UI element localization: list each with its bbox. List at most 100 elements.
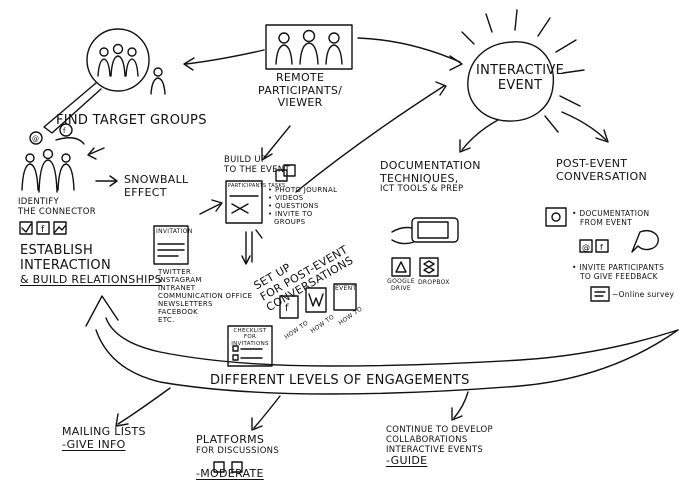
- platforms-line-2: for discussions: [196, 445, 280, 456]
- mailing-line-2: -Give info: [62, 437, 126, 451]
- remote-line-3: viewer: [277, 96, 323, 110]
- image-icon: [53, 221, 67, 235]
- task-photo-journal: • Photo journal: [268, 186, 338, 194]
- svg-text:@: @: [582, 243, 590, 252]
- howto-cards-icon: f: [279, 283, 357, 319]
- snowball-effect-label: Snowball effect: [124, 173, 189, 199]
- establish-line-2: interaction: [20, 257, 111, 273]
- dropbox-icon: [419, 257, 439, 277]
- buildup-line-2: to the event: [224, 164, 290, 175]
- task-videos: • Videos: [268, 194, 304, 203]
- online-survey-label: ~Online survey: [612, 290, 675, 299]
- post-event-conversation-label: Post-event conversation: [556, 157, 647, 183]
- post-line-1: Post-event: [556, 157, 628, 170]
- post-invite-label: • Invite participants to give feedback: [572, 263, 665, 281]
- remote-participants-screen-icon: [265, 24, 353, 70]
- channel-intranet: Intranet: [158, 284, 196, 293]
- google-line-1: Google: [387, 278, 415, 285]
- invitation-card-label: Invitation: [156, 228, 193, 235]
- magnifier-icon: [43, 28, 166, 134]
- platform-facebook-icon: [213, 461, 225, 473]
- identify-line-1: Identify: [18, 197, 59, 207]
- svg-text:f: f: [285, 303, 289, 314]
- establish-line-3: & build relationships: [20, 272, 162, 286]
- buildup-line-1: Build up: [224, 155, 267, 165]
- channel-instagram: Instagram: [158, 276, 202, 285]
- tasks-list: • Photo journal • Videos • Questions • I…: [268, 186, 337, 226]
- channel-communication-office: Communication office: [158, 292, 253, 301]
- continue-line-4: -Guide: [386, 454, 428, 468]
- establish-interaction-label: Establish interaction & build relationsh…: [20, 243, 162, 287]
- checkbox-icon: [19, 221, 33, 235]
- different-levels-title: Different levels of engagements: [210, 373, 470, 388]
- event-line-2: event: [497, 77, 543, 93]
- snowball-line-1: Snowball: [124, 173, 189, 186]
- engagement-sweep-arrow: [85, 295, 679, 431]
- platforms-line-1: Platforms: [196, 433, 265, 446]
- task-groups: groups: [274, 218, 306, 227]
- channel-etc: Etc.: [158, 316, 175, 325]
- task-questions: • Questions: [268, 202, 319, 211]
- remote-line-2: participants/: [258, 83, 343, 97]
- post-invite-line-2: to give feedback: [580, 271, 658, 281]
- svg-text:f: f: [600, 243, 603, 252]
- channel-twitter: Twitter: [158, 268, 192, 276]
- remote-participants-label: Remote participants/ viewer: [258, 71, 343, 110]
- svg-text:f: f: [41, 225, 45, 235]
- facebook-icon: [36, 221, 50, 235]
- google-drive-label: Google Drive: [386, 278, 416, 293]
- identify-connector-label: Identify the connector: [18, 197, 96, 218]
- continue-line-3: interactive events: [386, 444, 484, 455]
- svg-text:@: @: [32, 135, 39, 143]
- interactive-event-label: Interactive event: [476, 63, 565, 94]
- channel-newsletters: Newsletters: [158, 300, 213, 309]
- snowball-line-2: effect: [124, 185, 167, 199]
- google-line-2: Drive: [391, 284, 411, 292]
- identify-line-2: the connector: [18, 206, 96, 217]
- post-invite-line-1: • Invite participants: [572, 263, 665, 272]
- checklist-icon: [227, 325, 273, 367]
- documentation-line-2: techniques,: [380, 171, 459, 185]
- connector-people-icon: @ f: [21, 123, 85, 193]
- documentation-line-1: Documentation: [380, 159, 481, 172]
- platform-blog-icon: [231, 461, 243, 473]
- documentation-techniques-label: Documentation techniques, ICT tools & pr…: [380, 159, 481, 195]
- continue-develop-label: Continue to develop collaborations inter…: [386, 425, 493, 468]
- google-drive-icon: [391, 257, 411, 277]
- event-line-1: Interactive: [476, 63, 565, 78]
- checklist-label: Checklist for invitations: [229, 328, 271, 347]
- invitation-card-icon: [153, 225, 189, 265]
- mailing-lists-label: Mailing lists -Give info: [62, 425, 146, 451]
- post-line-2: conversation: [556, 169, 647, 183]
- remote-line-1: Remote: [275, 71, 325, 84]
- interactive-event-sun-icon: [461, 9, 585, 133]
- howto-event-label: Event: [335, 285, 357, 292]
- channel-facebook: Facebook: [158, 308, 199, 317]
- continue-line-1: Continue to develop: [386, 425, 493, 435]
- flow-arrows: [87, 37, 609, 265]
- post-documentation-label: • Documentation from event: [572, 209, 650, 227]
- task-invite: • Invite to: [268, 210, 313, 219]
- establish-line-1: Establish: [20, 243, 94, 258]
- post-doc-line-1: • Documentation: [572, 209, 650, 218]
- mailing-line-1: Mailing lists: [62, 425, 146, 438]
- continue-line-2: collaborations: [386, 434, 468, 445]
- documentation-line-3: ICT tools & prep: [380, 184, 464, 195]
- checklist-line-2: for: [243, 334, 257, 341]
- dropbox-label: Dropbox: [418, 279, 450, 286]
- post-doc-line-2: from event: [580, 217, 633, 227]
- post-event-icons: @ f: [545, 207, 659, 302]
- participants-tasks-sheet-icon: [225, 164, 296, 224]
- channels-list: Twitter Instagram Intranet Communication…: [158, 268, 252, 324]
- checklist-line-1: Checklist: [233, 328, 267, 334]
- platforms-line-3: -Moderate: [196, 467, 264, 481]
- find-target-groups-title: Find target groups: [56, 113, 207, 128]
- participants-tasks-sheet-label: Participants tasks: [228, 183, 286, 189]
- platforms-label: Platforms for discussions -Moderate: [196, 433, 280, 481]
- checklist-line-3: invitations: [231, 340, 269, 347]
- tablet-hand-icon: [391, 217, 459, 277]
- svg-text:f: f: [63, 127, 66, 135]
- build-up-label: Build up to the event: [224, 155, 290, 176]
